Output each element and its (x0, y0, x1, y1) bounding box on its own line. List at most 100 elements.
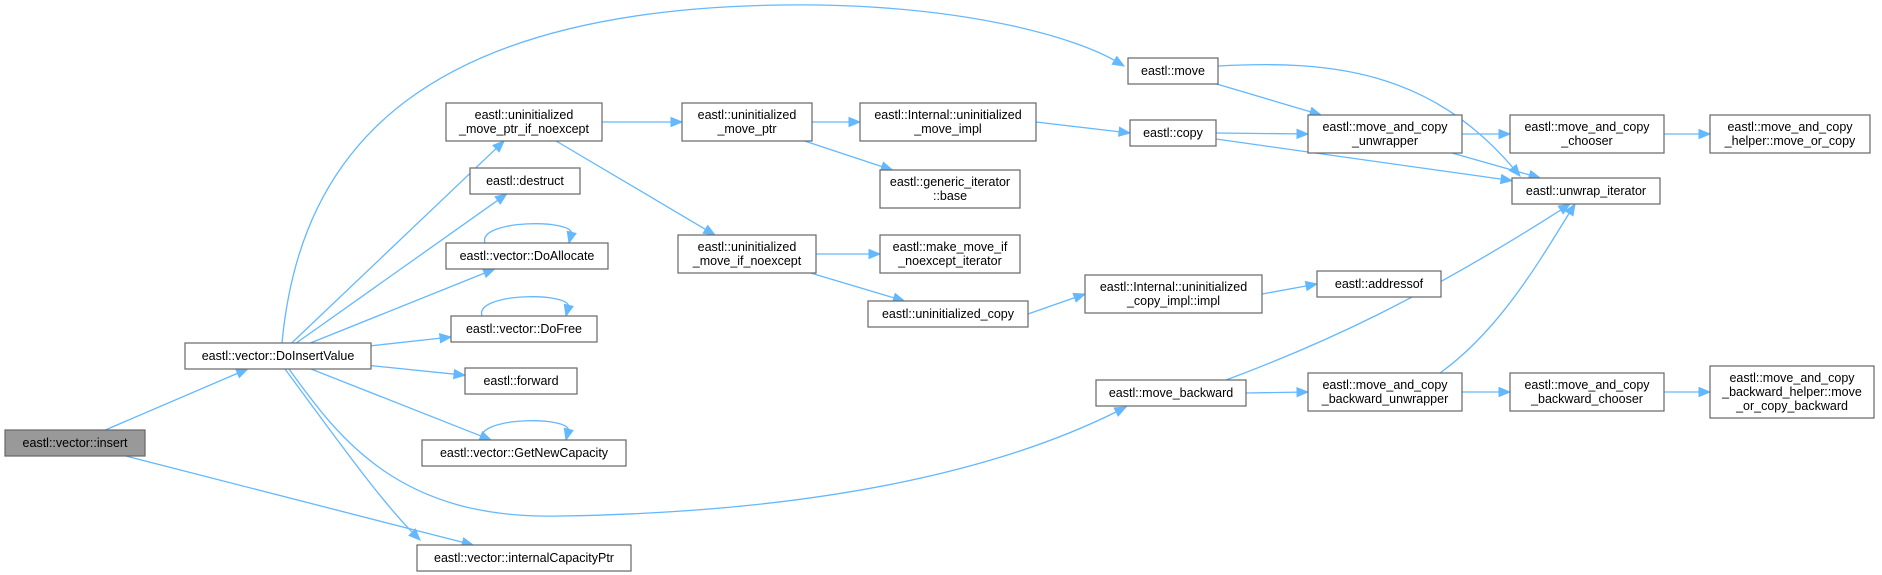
node-label: eastl::vector::insert (23, 436, 128, 450)
arrow-head-icon (1304, 280, 1319, 292)
arrow-head-icon (566, 230, 577, 245)
edge-line (1215, 132, 1300, 135)
node-label: eastl::Internal::uninitialized (1100, 280, 1247, 294)
edge-line (288, 368, 1119, 517)
node-box (450, 315, 598, 343)
node-box (867, 300, 1029, 328)
node-forward[interactable]: eastl::forward (464, 367, 578, 395)
node-internal_move_impl[interactable]: eastl::Internal::uninitialized_move_impl (859, 102, 1037, 142)
node-uninit_move_ptr_if[interactable]: eastl::uninitialized_move_ptr_if_noexcep… (445, 102, 603, 142)
arrow-head-icon (1072, 292, 1087, 303)
node-box (859, 102, 1037, 142)
node-addressof[interactable]: eastl::addressof (1316, 270, 1442, 298)
edge-doallocate-to-doallocate (484, 223, 577, 245)
arrow-head-icon (1111, 55, 1126, 67)
arrow-head-icon (1113, 406, 1128, 417)
edge-line (310, 368, 483, 438)
arrow-head-icon (702, 224, 717, 236)
edge-uninit_move_ptr-to-generic_iter_base (804, 140, 894, 172)
arrow-head-icon (1698, 128, 1712, 140)
node-macb_unwrapper[interactable]: eastl::move_and_copy_backward_unwrapper (1307, 372, 1463, 412)
arrow-head-icon (1564, 202, 1576, 217)
node-unwrap_iter[interactable]: eastl::unwrap_iterator (1511, 177, 1661, 205)
edge-doinsert-to-uninit_move_ptr_if (291, 140, 505, 344)
node-mac_chooser[interactable]: eastl::move_and_copy_chooser (1509, 114, 1665, 154)
node-uninit_copy[interactable]: eastl::uninitialized_copy (867, 300, 1029, 328)
node-macb_chooser[interactable]: eastl::move_and_copy_backward_chooser (1509, 372, 1665, 412)
node-doinsert[interactable]: eastl::vector::DoInsertValue (184, 342, 372, 370)
node-label: eastl::make_move_if (893, 240, 1008, 254)
arrow-head-icon (492, 140, 505, 153)
node-box (681, 102, 813, 142)
edge-macb_unwrapper-to-macb_chooser (1462, 386, 1512, 398)
node-label: _noexcept_iterator (897, 254, 1002, 268)
node-doallocate[interactable]: eastl::vector::DoAllocate (445, 242, 609, 270)
node-copy[interactable]: eastl::copy (1129, 119, 1217, 147)
node-label: _copy_impl::impl (1126, 294, 1220, 308)
arrow-head-icon (1296, 128, 1310, 140)
edge-line (1245, 391, 1300, 394)
node-label: eastl::move_and_copy (1322, 120, 1448, 134)
node-generic_iter_base[interactable]: eastl::generic_iterator::base (879, 169, 1021, 209)
edge-copy-to-mac_unwrapper (1215, 128, 1310, 140)
node-uninit_move_ptr[interactable]: eastl::uninitialized_move_ptr (681, 102, 813, 142)
node-dofree[interactable]: eastl::vector::DoFree (450, 315, 598, 343)
arrow-head-icon (482, 268, 496, 279)
node-box (445, 242, 609, 270)
node-box (469, 167, 581, 195)
node-mac_helper[interactable]: eastl::move_and_copy_helper::move_or_cop… (1709, 114, 1871, 154)
edge-line (481, 420, 569, 441)
node-label: _backward_chooser (1530, 392, 1643, 406)
edge-insert-to-doinsert (105, 368, 249, 431)
edge-line (291, 146, 498, 344)
edge-uninit_move_if-to-make_move_if (816, 248, 882, 260)
node-box (1307, 372, 1463, 412)
edge-line (1439, 211, 1571, 374)
node-label: eastl::addressof (1335, 277, 1424, 291)
node-move[interactable]: eastl::move (1127, 57, 1219, 85)
edge-doinsert-to-forward (370, 364, 467, 380)
node-internal_copy_impl[interactable]: eastl::Internal::uninitialized_copy_impl… (1084, 274, 1263, 314)
edge-doinsert-to-dofree (370, 333, 453, 347)
edge-line (810, 272, 896, 300)
node-label: _move_ptr (716, 122, 776, 136)
node-box (1511, 177, 1661, 205)
edge-doinsert-to-intcapptr (284, 368, 421, 541)
node-destruct[interactable]: eastl::destruct (469, 167, 581, 195)
edge-line (370, 337, 443, 347)
node-uninit_move_if[interactable]: eastl::uninitialized_move_if_noexcept (677, 234, 817, 274)
arrow-head-icon (670, 116, 684, 128)
arrow-head-icon (453, 368, 467, 380)
edge-line (484, 223, 572, 244)
edge-doinsert-to-getnewcap (310, 368, 493, 441)
node-label: eastl::vector::DoInsertValue (202, 349, 355, 363)
edge-line (295, 198, 500, 344)
node-insert[interactable]: eastl::vector::insert (4, 429, 146, 457)
node-intcapptr[interactable]: eastl::vector::internalCapacityPtr (416, 544, 632, 572)
node-label: eastl::move_and_copy (1524, 378, 1650, 392)
node-label: eastl::forward (483, 374, 558, 388)
node-make_move_if[interactable]: eastl::make_move_if_noexcept_iterator (879, 234, 1021, 274)
node-macb_helper[interactable]: eastl::move_and_copy_backward_helper::mo… (1709, 365, 1875, 419)
edge-line (284, 368, 415, 535)
edge-line (1027, 296, 1077, 315)
arrow-head-icon (868, 248, 882, 260)
node-label: eastl::move_backward (1109, 386, 1233, 400)
node-box (1709, 114, 1871, 154)
node-label: eastl::uninitialized (698, 108, 797, 122)
node-label: eastl::move_and_copy (1524, 120, 1650, 134)
edge-line (125, 455, 465, 544)
edge-line (481, 296, 569, 317)
edge-line (1261, 284, 1309, 295)
node-move_backward[interactable]: eastl::move_backward (1095, 379, 1247, 407)
node-box (879, 234, 1021, 274)
node-box (1129, 119, 1217, 147)
edge-getnewcap-to-getnewcap (481, 420, 574, 442)
call-nodes: eastl::vector::insert eastl::vector::DoIn… (4, 57, 1875, 572)
node-label: _move_if_noexcept (692, 254, 802, 268)
edge-internal_move_impl-to-copy (1035, 121, 1132, 137)
node-mac_unwrapper[interactable]: eastl::move_and_copy_unwrapper (1307, 114, 1463, 154)
node-box (4, 429, 146, 457)
node-label: ::base (933, 189, 967, 203)
node-getnewcap[interactable]: eastl::vector::GetNewCapacity (421, 439, 627, 467)
